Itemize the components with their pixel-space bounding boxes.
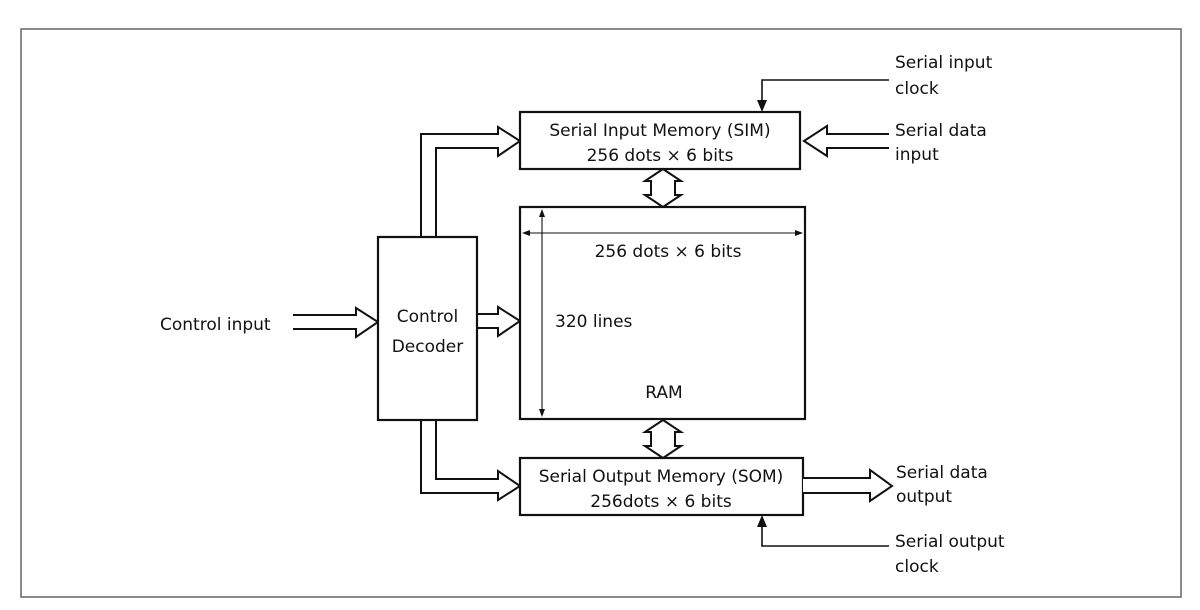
serial-input-clock-label-line2: clock bbox=[895, 79, 939, 99]
control-decoder-block bbox=[376, 235, 479, 422]
dimension-arrowhead-right bbox=[795, 230, 803, 236]
control-input-label: Control input bbox=[160, 315, 271, 335]
som-label-line2: 256dots × 6 bits bbox=[590, 492, 732, 512]
serial-input-clock-wire bbox=[761, 79, 889, 104]
decoder-label-line1: Control bbox=[397, 307, 458, 327]
decoder-to-ram-bus-arrow bbox=[477, 305, 522, 338]
decoder-label-line2: Decoder bbox=[392, 337, 464, 357]
serial-data-input-label-line2: input bbox=[895, 145, 939, 165]
sim-label-line1: Serial Input Memory (SIM) bbox=[549, 121, 770, 141]
decoder-to-som-bus-arrow bbox=[420, 420, 522, 502]
dimension-arrowhead-top bbox=[539, 209, 545, 217]
ram-height-label: 320 lines bbox=[555, 312, 633, 332]
serial-data-input-bus-arrow bbox=[802, 124, 889, 158]
serial-output-clock-wire bbox=[761, 524, 889, 547]
serial-input-clock-label-line1: Serial input bbox=[895, 53, 993, 73]
serial-data-input-label-line1: Serial data bbox=[895, 121, 987, 141]
control-input-bus-arrow bbox=[293, 306, 380, 339]
figure-frame bbox=[20, 28, 1182, 598]
serial-output-clock-label-line1: Serial output bbox=[895, 532, 1005, 552]
ram-width-label: 256 dots × 6 bits bbox=[595, 242, 742, 262]
dimension-arrowhead-left bbox=[522, 230, 530, 236]
sim-label-line2: 256 dots × 6 bits bbox=[587, 146, 734, 166]
sim-ram-bidirectional-bus bbox=[641, 167, 685, 209]
dimension-arrowhead-bottom bbox=[539, 409, 545, 417]
decoder-to-sim-bus-arrow bbox=[420, 125, 522, 237]
serial-data-output-label-line1: Serial data bbox=[896, 463, 988, 483]
serial-input-clock-arrowhead bbox=[757, 100, 767, 112]
serial-output-clock-arrowhead bbox=[757, 515, 767, 527]
serial-output-clock-label-line2: clock bbox=[895, 557, 939, 577]
som-block bbox=[518, 456, 805, 517]
ram-name-label: RAM bbox=[645, 383, 682, 403]
som-label-line1: Serial Output Memory (SOM) bbox=[539, 467, 784, 487]
ram-block bbox=[518, 205, 807, 421]
ram-som-bidirectional-bus bbox=[641, 418, 685, 460]
serial-data-output-bus-arrow bbox=[803, 468, 894, 503]
sim-block bbox=[518, 110, 802, 171]
serial-data-output-label-line2: output bbox=[896, 487, 952, 507]
